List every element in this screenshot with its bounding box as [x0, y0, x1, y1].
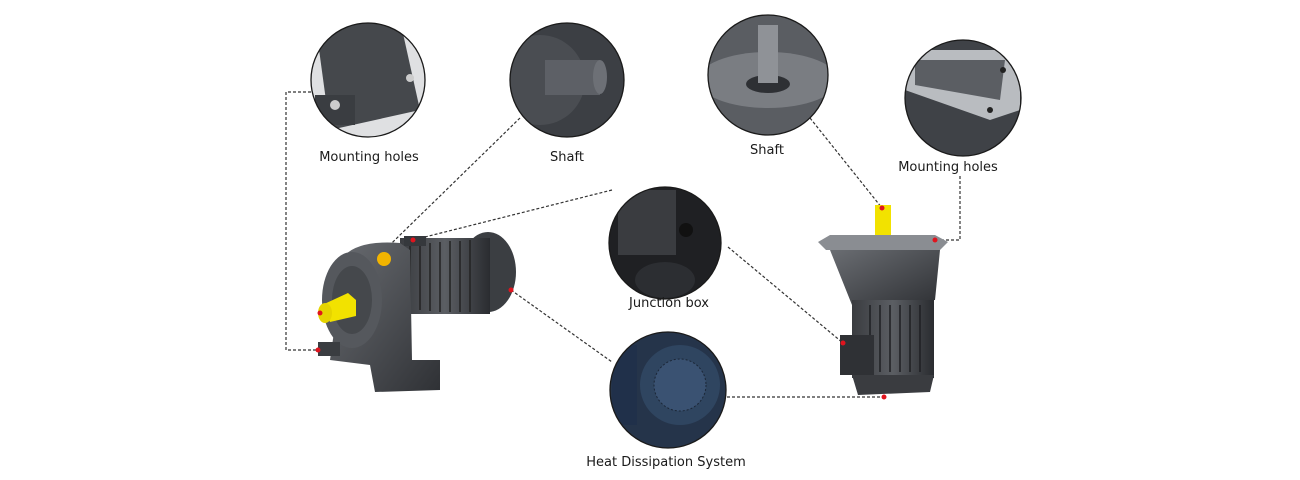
detail-right-mounting — [905, 40, 1021, 156]
label-right-shaft: Shaft — [750, 143, 784, 158]
leader-right-mounting — [935, 176, 961, 241]
leader-right-shaft — [809, 117, 883, 209]
label-left-mounting-holes: Mounting holes — [319, 150, 419, 165]
detail-junction-box — [609, 187, 721, 299]
leader-left-mounting — [285, 91, 318, 351]
label-right-mounting-holes: Mounting holes — [898, 160, 998, 175]
vertical-gear-motor — [818, 205, 948, 395]
detail-right-shaft — [708, 15, 828, 135]
detail-circle-outlines — [310, 14, 1022, 449]
horizontal-gear-motor — [318, 232, 516, 392]
leader-heat-left — [510, 289, 613, 363]
detail-left-shaft — [510, 23, 624, 137]
detail-heat-dissipation — [610, 332, 726, 448]
leader-junction-right — [727, 246, 844, 344]
label-junction-box: Junction box — [629, 296, 709, 311]
label-heat-dissipation: Heat Dissipation System — [586, 455, 746, 470]
label-left-shaft: Shaft — [550, 150, 584, 165]
marker-dots — [315, 205, 938, 400]
leader-junction-left — [412, 189, 613, 241]
detail-left-mounting — [311, 23, 425, 137]
